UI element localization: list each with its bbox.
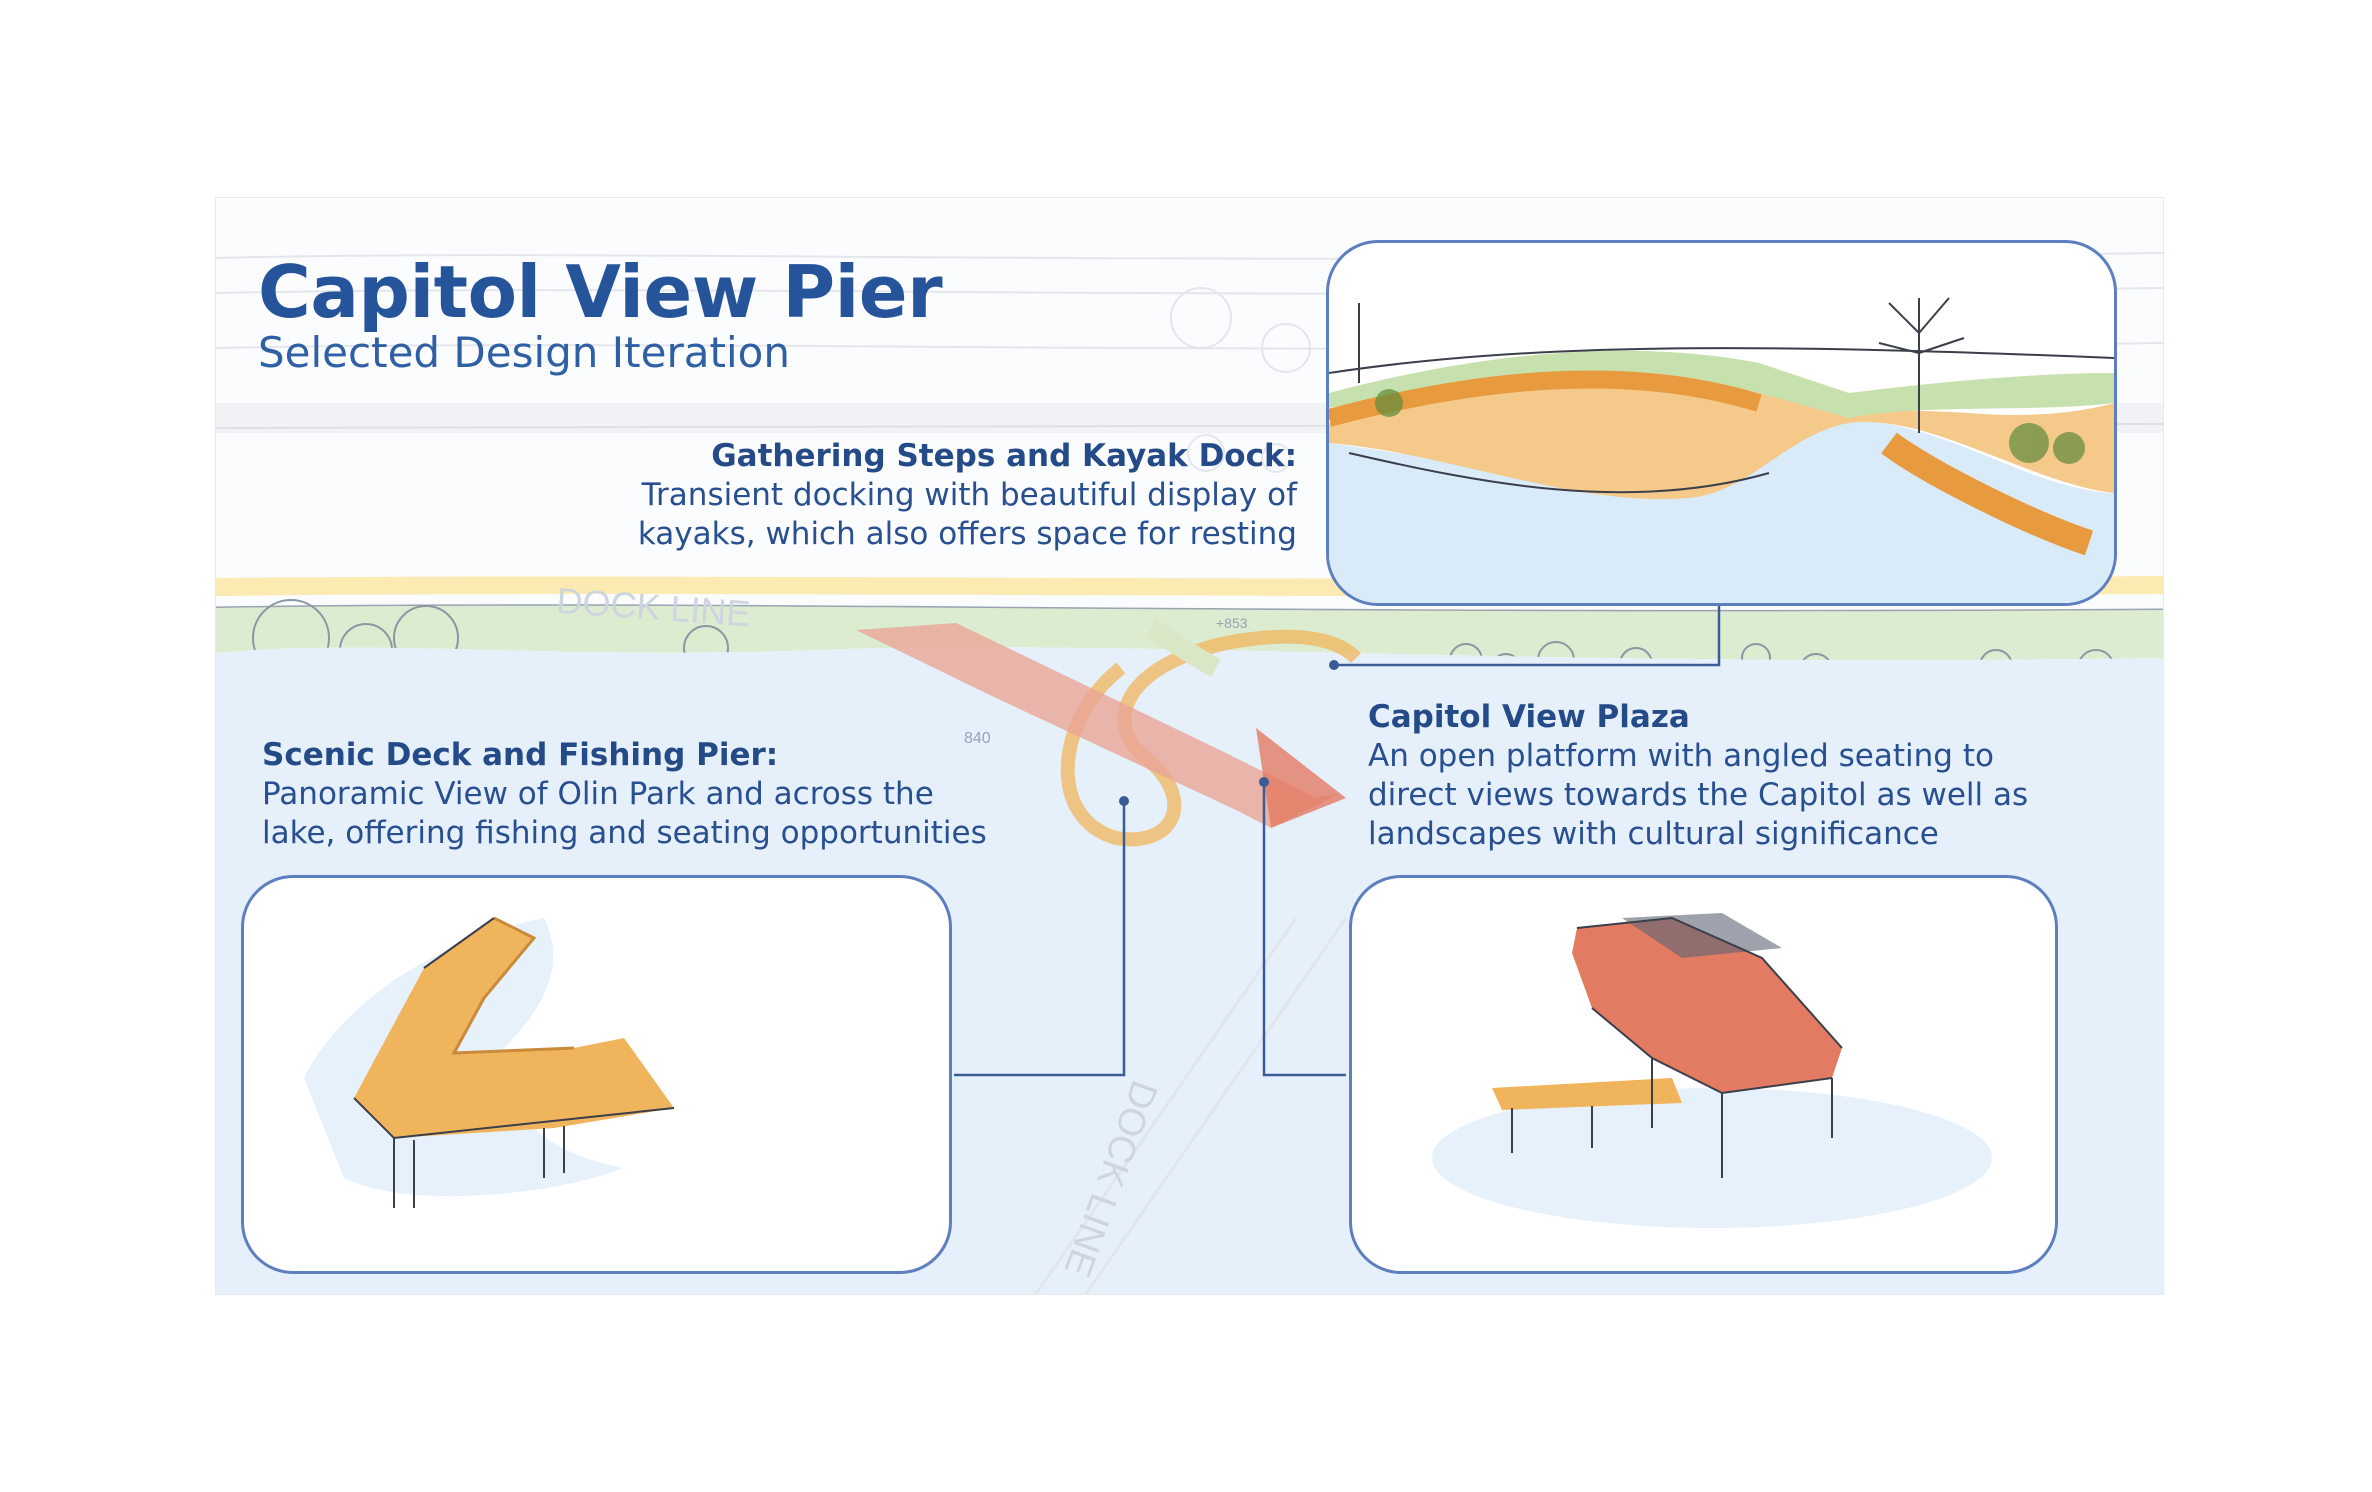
plan-board: DOCK LINE DOCK LINE 840 +853 Capitol Vie… [215, 197, 2164, 1295]
page-title: Capitol View Pier [258, 250, 943, 334]
callout-plaza-heading: Capitol View Plaza [1368, 699, 1690, 735]
pier-stem [1145, 619, 1221, 677]
sketch-panel-gathering [1326, 240, 2117, 606]
callout-plaza-line-3: landscapes with cultural significance [1368, 816, 1939, 852]
callout-scenic-heading: Scenic Deck and Fishing Pier: [262, 737, 779, 773]
page-subtitle: Selected Design Iteration [258, 328, 790, 377]
elevation-label-840: 840 [964, 730, 991, 747]
leader-lines [954, 601, 1721, 1077]
leader-dots [1119, 660, 1339, 806]
leader-plaza [1262, 782, 1346, 1077]
sketch-panel-scenic [241, 875, 952, 1274]
scenic-deck-sketch [304, 916, 675, 1208]
pier-walk-red [856, 623, 1341, 828]
elevation-label-853: +853 [1216, 615, 1248, 631]
gathering-steps-sketch [1329, 297, 2114, 603]
callout-scenic: Scenic Deck and Fishing Pier: Panoramic … [262, 736, 987, 853]
callout-gathering-line-1: Transient docking with beautiful display… [641, 477, 1297, 513]
callout-scenic-line-1: Panoramic View of Olin Park and across t… [262, 776, 934, 812]
callout-scenic-line-2: lake, offering fishing and seating oppor… [262, 815, 987, 851]
callout-gathering: Gathering Steps and Kayak Dock: Transien… [638, 437, 1297, 554]
leader-scenic [954, 801, 1126, 1077]
vegetation-band [216, 605, 2163, 661]
callout-gathering-heading: Gathering Steps and Kayak Dock: [711, 438, 1297, 474]
plaza-sketch [1432, 913, 1992, 1228]
dock-line-diagonal [1034, 917, 1348, 1294]
plaza-wedge [1256, 728, 1346, 828]
leader-gathering [1334, 601, 1721, 667]
callout-plaza-line-1: An open platform with angled seating to [1368, 738, 1994, 774]
callout-plaza: Capitol View Plaza An open platform with… [1368, 698, 2028, 854]
sketch-panel-plaza [1349, 875, 2058, 1274]
callout-gathering-line-2: kayaks, which also offers space for rest… [637, 516, 1297, 552]
callout-plaza-line-2: direct views towards the Capitol as well… [1368, 777, 2029, 813]
